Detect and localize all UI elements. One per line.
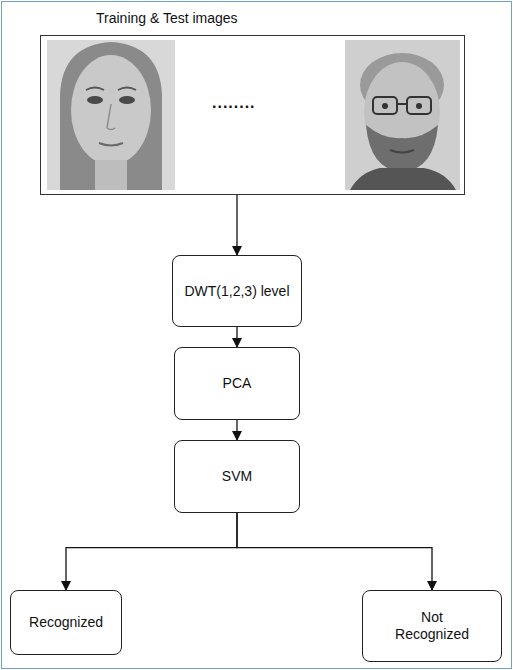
process-box: Recognized xyxy=(10,590,122,655)
flow-arrow xyxy=(236,195,237,255)
process-box: PCA xyxy=(174,347,300,420)
flow-arrow xyxy=(236,420,237,440)
process-box: Not Recognized xyxy=(362,590,502,662)
image-box: Training & Test images xyxy=(40,35,465,195)
process-box: SVM xyxy=(174,440,300,513)
flow-arrow xyxy=(237,513,432,590)
face-photo xyxy=(345,40,460,190)
box-label: DWT(1,2,3) level xyxy=(184,283,289,300)
box-label: SVM xyxy=(222,468,252,485)
ellipsis-dots: ........ xyxy=(212,94,256,112)
box-label: Recognized xyxy=(29,614,103,631)
box-label: PCA xyxy=(223,375,252,392)
face-photo xyxy=(47,40,175,190)
process-box: DWT(1,2,3) level xyxy=(172,255,302,327)
flow-arrow xyxy=(66,513,237,590)
image-set-heading: Training & Test images xyxy=(96,10,238,27)
flow-arrow xyxy=(236,327,237,347)
box-label: Not Recognized xyxy=(384,609,480,643)
